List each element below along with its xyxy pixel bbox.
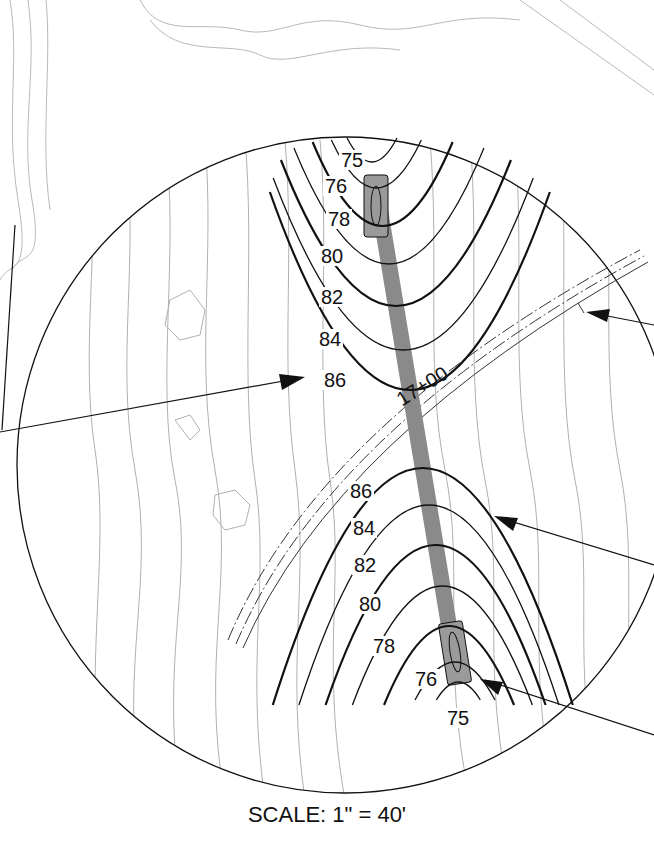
contour-line: [273, 178, 533, 350]
contour-line: [281, 160, 511, 306]
proposed-contours: [270, 138, 573, 705]
contour-line: [270, 192, 550, 390]
contour-line: [326, 545, 546, 705]
contour-elevation: 80: [357, 594, 383, 614]
contour-elevation: 86: [348, 481, 374, 501]
contour-line: [436, 682, 480, 700]
arrowheads: [279, 309, 610, 695]
leader-lines: [0, 225, 654, 735]
contour-elevation: 84: [317, 329, 343, 349]
contour-elevation: 76: [323, 176, 349, 196]
contour-elevation: 76: [413, 669, 439, 689]
contour-elevation: 75: [445, 708, 471, 728]
scale-note: SCALE: 1" = 40': [248, 803, 406, 827]
contour-elevation: 78: [326, 209, 352, 229]
contour-elevation: 80: [319, 246, 345, 266]
contour-line: [352, 586, 532, 705]
contour-elevation: 78: [371, 636, 397, 656]
contour-elevation: 75: [339, 150, 365, 170]
contour-line: [273, 468, 573, 705]
detail-circle: [17, 137, 654, 793]
contour-line: [384, 626, 514, 705]
existing-contours: [0, 0, 654, 280]
contour-line: [299, 505, 559, 705]
existing-contours-detail: [89, 140, 645, 800]
contour-elevation: 86: [322, 370, 348, 390]
contour-elevation: 82: [352, 555, 378, 575]
contour-elevation: 82: [319, 287, 345, 307]
contour-elevation: 84: [351, 518, 377, 538]
